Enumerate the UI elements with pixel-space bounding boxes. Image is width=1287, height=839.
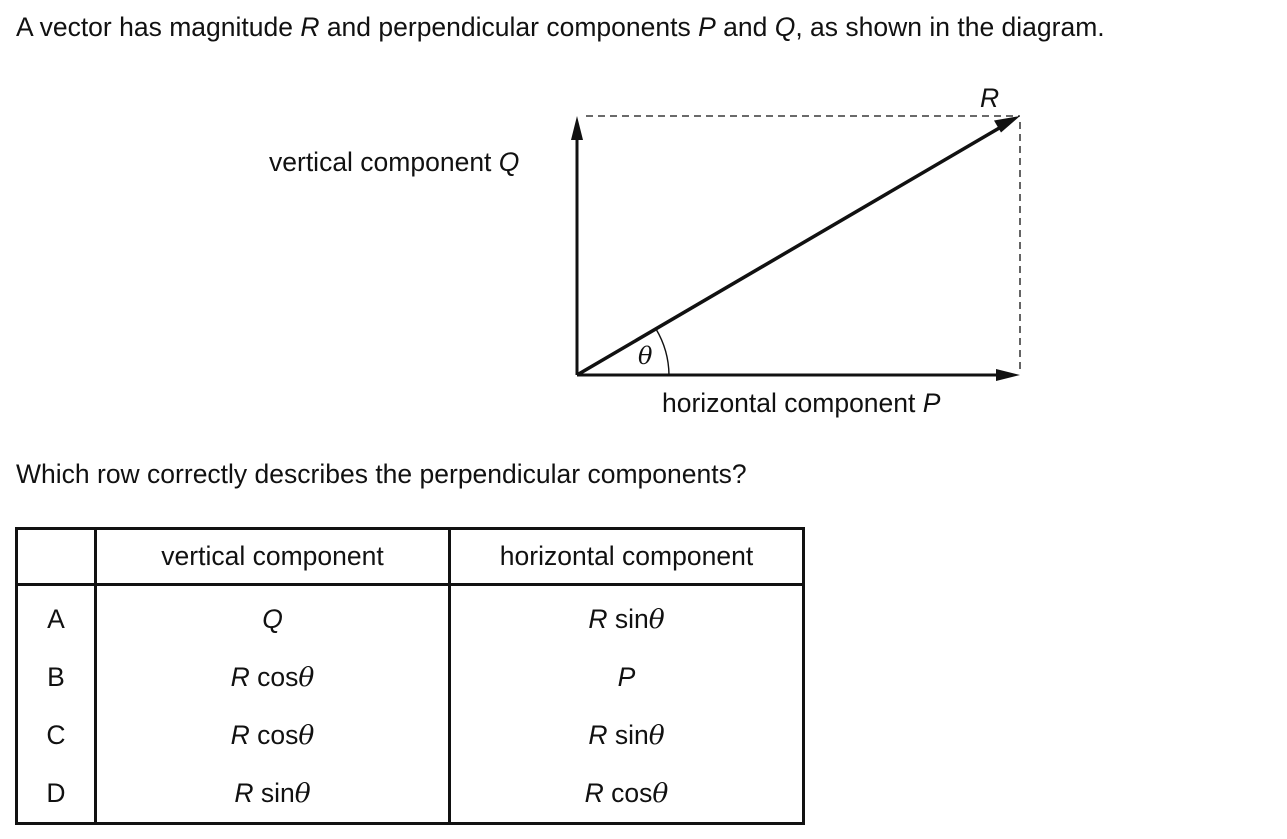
header-blank	[15, 528, 97, 586]
intro-var-q: Q	[774, 12, 796, 42]
horizontal-value: R sinθ	[448, 584, 805, 648]
label-horizontal-var: P	[923, 388, 941, 418]
intro-var-p: P	[698, 12, 716, 42]
vertical-value: Q	[94, 584, 451, 648]
option-letter[interactable]: B	[15, 648, 97, 706]
vertical-value: R cosθ	[94, 648, 451, 706]
label-vertical-var: Q	[499, 147, 520, 177]
option-letter[interactable]: C	[15, 706, 97, 764]
table-header-row: vertical component horizontal component	[15, 528, 805, 586]
label-r: R	[980, 83, 999, 113]
horizontal-value: R cosθ	[448, 764, 805, 824]
table-row-a[interactable]: A Q R sinθ	[15, 584, 805, 648]
question-text: Which row correctly describes the perpen…	[16, 459, 747, 489]
resultant-arrowhead	[994, 116, 1020, 133]
horizontal-value: R sinθ	[448, 706, 805, 764]
intro-suffix: , as shown in the diagram.	[795, 12, 1105, 42]
vector-diagram: R vertical component Q horizontal compon…	[269, 83, 1021, 418]
option-letter[interactable]: A	[15, 584, 97, 648]
intro-middle: and perpendicular components	[319, 12, 699, 42]
intro-text: A vector has magnitude R and perpendicul…	[16, 12, 1105, 44]
angle-arc	[655, 328, 670, 376]
vertical-value: R cosθ	[94, 706, 451, 764]
resultant-vector-arrow	[576, 125, 1002, 377]
table-row-b[interactable]: B R cosθ P	[15, 648, 805, 706]
intro-var-r: R	[300, 12, 320, 42]
label-angle-theta: θ	[638, 342, 653, 370]
horizontal-value: P	[448, 648, 805, 706]
table-row-d[interactable]: D R sinθ R cosθ	[15, 764, 805, 824]
label-horizontal-text: horizontal component	[662, 388, 923, 418]
horizontal-arrowhead	[996, 369, 1020, 381]
answer-table: vertical component horizontal component …	[15, 527, 805, 825]
label-vertical-component: vertical component Q	[269, 147, 519, 177]
intro-prefix: A vector has magnitude	[16, 12, 301, 42]
header-vertical-component: vertical component	[94, 528, 451, 586]
option-letter[interactable]: D	[15, 764, 97, 824]
vertical-value: R sinθ	[94, 764, 451, 824]
vertical-arrowhead	[571, 116, 583, 140]
label-vertical-text: vertical component	[269, 147, 499, 177]
intro-and: and	[715, 12, 775, 42]
header-horizontal-component: horizontal component	[448, 528, 805, 586]
table-row-c[interactable]: C R cosθ R sinθ	[15, 706, 805, 764]
label-horizontal-component: horizontal component P	[662, 388, 941, 418]
